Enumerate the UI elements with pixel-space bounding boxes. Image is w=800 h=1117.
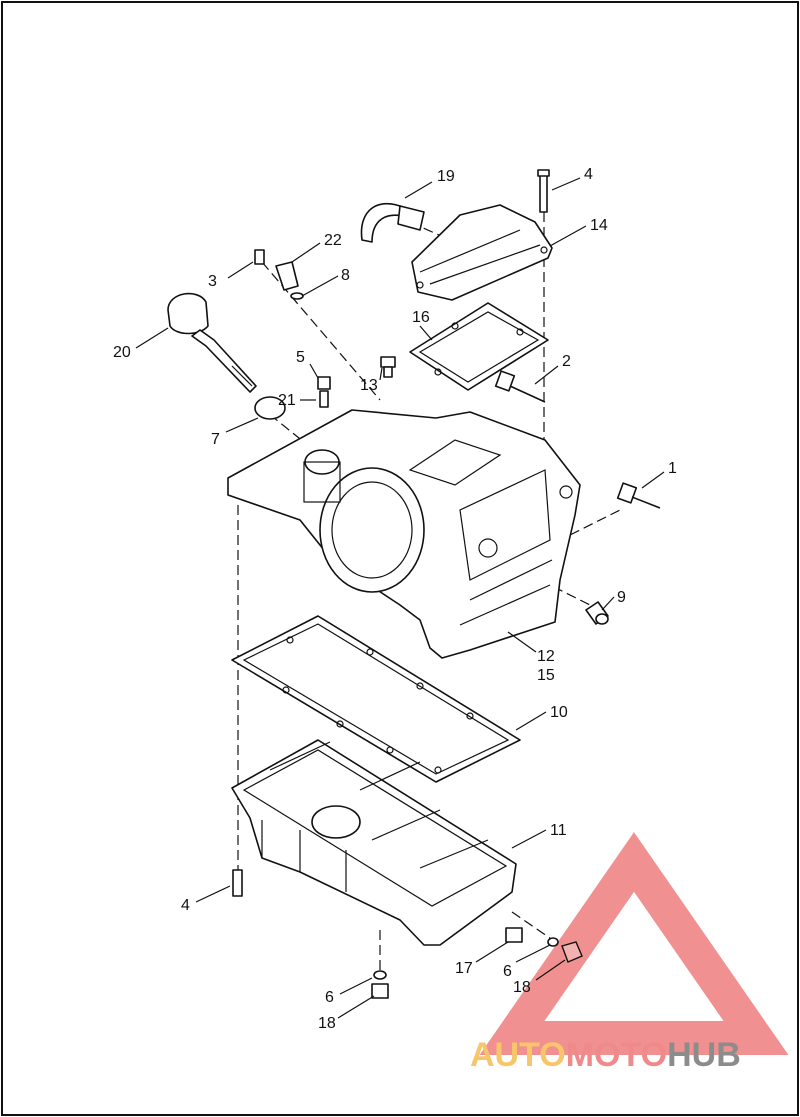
callout-20: 20 xyxy=(113,344,131,361)
callout-6-bottom: 6 xyxy=(325,989,334,1006)
part-drain-plug-bottom xyxy=(371,983,389,999)
callout-19: 19 xyxy=(437,168,455,185)
watermark-auto: AUTO xyxy=(470,1036,566,1074)
part-bolt-1 xyxy=(616,482,661,509)
part-top-cover xyxy=(411,204,553,301)
callout-3: 3 xyxy=(208,273,217,290)
callout-18-bottom: 18 xyxy=(318,1015,336,1032)
automotohub-logo xyxy=(479,832,789,1055)
callout-5: 5 xyxy=(296,349,305,366)
part-dipstick xyxy=(167,292,257,393)
part-gasket-top xyxy=(409,302,549,391)
callout-22: 22 xyxy=(324,232,342,249)
watermark-moto: MOTO xyxy=(566,1036,667,1074)
callout-8: 8 xyxy=(341,267,350,284)
callout-11: 11 xyxy=(550,822,567,839)
callout-10: 10 xyxy=(550,704,568,721)
part-sensor xyxy=(380,356,396,378)
callout-16: 16 xyxy=(412,309,430,326)
part-main-housing xyxy=(227,409,581,659)
part-drain-plug-side xyxy=(505,927,523,943)
part-oring-side xyxy=(547,937,559,947)
leader-lines xyxy=(135,177,665,1019)
callout-4-bottom: 4 xyxy=(181,897,190,914)
part-drain-plug-red xyxy=(561,941,583,963)
callout-13: 13 xyxy=(360,377,378,394)
callout-2: 2 xyxy=(562,353,571,370)
callout-17: 17 xyxy=(455,960,473,977)
part-stud-bottom xyxy=(232,869,243,897)
callout-18-side: 18 xyxy=(513,979,531,996)
part-plug xyxy=(317,376,331,408)
part-fitting xyxy=(275,261,304,300)
part-oring-bottom xyxy=(373,970,387,980)
svg-text:AUTOMOTOHUB: AUTOMOTOHUB xyxy=(470,1036,741,1074)
part-bolt-2 xyxy=(494,370,546,403)
watermark-hub: HUB xyxy=(667,1036,741,1074)
callout-4-top: 4 xyxy=(584,166,593,183)
part-gasket-lower xyxy=(231,615,521,783)
callout-14: 14 xyxy=(590,217,608,234)
callout-1: 1 xyxy=(668,460,677,477)
callout-15: 15 xyxy=(537,667,555,684)
part-bolt-small xyxy=(254,249,265,265)
part-oil-pan xyxy=(231,739,517,946)
part-oring-filler xyxy=(254,396,286,420)
callout-9: 9 xyxy=(617,589,626,606)
callout-6-side: 6 xyxy=(503,963,512,980)
part-dowel xyxy=(585,601,609,625)
part-stud-top xyxy=(537,169,550,213)
callout-7: 7 xyxy=(211,431,220,448)
callout-21: 21 xyxy=(278,392,296,409)
part-hose xyxy=(360,203,425,243)
callout-12: 12 xyxy=(537,648,555,665)
